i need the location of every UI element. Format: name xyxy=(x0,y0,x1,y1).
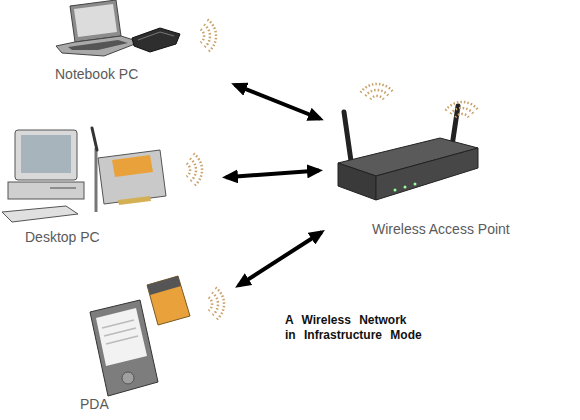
antenna xyxy=(452,106,458,146)
pda-button xyxy=(122,372,134,384)
wireless-link-arrow xyxy=(226,171,319,178)
cf-card-top xyxy=(147,276,181,295)
pda-screen-lines xyxy=(102,320,138,344)
card-label xyxy=(112,155,153,177)
monitor xyxy=(15,130,77,180)
status-light xyxy=(414,183,417,186)
system-unit xyxy=(8,182,84,199)
device-label: PDA xyxy=(80,396,109,413)
laptop-keyboard xyxy=(68,40,128,50)
adapter-highlight xyxy=(138,32,174,40)
wireless-link-arrow xyxy=(235,85,320,119)
laptop-lid xyxy=(70,0,121,42)
cf-card xyxy=(147,276,190,325)
radio-waves xyxy=(361,84,394,99)
device-label: Desktop PC xyxy=(25,229,100,246)
device-label: Notebook PC xyxy=(55,66,138,83)
radio-waves xyxy=(187,154,202,187)
caption: A Wireless Network in Infrastructure Mod… xyxy=(285,313,424,343)
radio-waves xyxy=(446,102,479,117)
status-light xyxy=(394,189,397,192)
device-label: Wireless Access Point xyxy=(372,221,510,238)
wireless-link-arrow xyxy=(238,232,321,285)
access-point-side xyxy=(376,148,478,200)
radio-waves xyxy=(209,288,224,321)
wireless-adapter xyxy=(132,28,180,52)
drive-slot xyxy=(50,187,76,189)
keyboard xyxy=(2,206,78,222)
pci-card xyxy=(98,150,166,204)
device-node: Wireless Access Point xyxy=(335,85,525,240)
card-contacts xyxy=(118,196,151,205)
status-light xyxy=(404,186,407,189)
device-node: PDA xyxy=(75,270,225,415)
card-antenna xyxy=(92,128,97,150)
pda-body xyxy=(90,300,158,396)
pda-screen xyxy=(96,308,147,366)
monitor-screen xyxy=(21,135,71,173)
access-point-front xyxy=(338,163,376,200)
radio-waves xyxy=(201,20,216,53)
laptop-base xyxy=(56,36,140,56)
device-node: Notebook PC xyxy=(50,0,220,90)
card-bracket xyxy=(95,148,98,212)
laptop-screen xyxy=(74,4,117,37)
device-node: Desktop PC xyxy=(0,125,210,247)
